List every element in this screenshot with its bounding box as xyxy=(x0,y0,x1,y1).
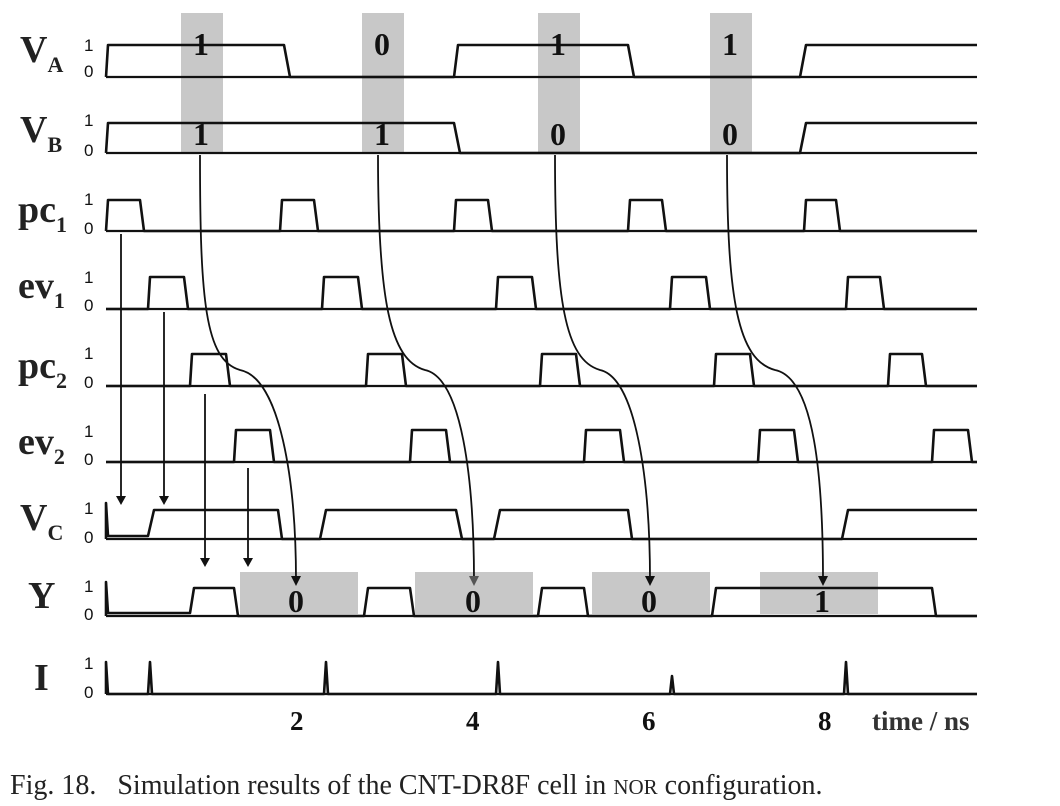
level-high-ev1: 1 xyxy=(84,268,93,287)
vb-bit-2: 1 xyxy=(374,116,390,152)
time-tick-8: 8 xyxy=(818,706,832,736)
output-bits: 0 0 0 1 xyxy=(288,583,830,619)
time-axis: 2 4 6 8 time / ns xyxy=(290,706,970,736)
y-bit-1: 0 xyxy=(288,583,304,619)
causal-arrow-2 xyxy=(377,154,475,581)
level-high-ev2: 1 xyxy=(84,422,93,441)
causal-arrowhead-4 xyxy=(818,576,828,586)
arrowhead-ev2 xyxy=(243,558,253,567)
bit-column-highlight-2 xyxy=(362,13,404,153)
level-low-ev1: 0 xyxy=(84,296,93,315)
causal-arrow-1 xyxy=(199,154,297,581)
highlight-boxes xyxy=(181,13,878,614)
level-low-pc2: 0 xyxy=(84,373,93,392)
va-bit-4: 1 xyxy=(722,26,738,62)
signal-label-pc1: pc1 xyxy=(18,189,67,237)
level-low-va: 0 xyxy=(84,62,93,81)
signal-label-vb: VB xyxy=(20,109,62,157)
time-tick-2: 2 xyxy=(290,706,304,736)
arrowhead-pc2 xyxy=(200,558,210,567)
waveform-va xyxy=(104,43,977,79)
arrowhead-ev1 xyxy=(159,496,169,505)
signal-label-va: VA xyxy=(20,29,63,77)
bit-column-highlight-4 xyxy=(710,13,752,153)
level-high-pc1: 1 xyxy=(84,190,93,209)
y-bit-4: 1 xyxy=(814,583,830,619)
arrowhead-pc1 xyxy=(116,496,126,505)
signal-label-y: Y xyxy=(28,575,55,617)
level-high-vc: 1 xyxy=(84,499,93,518)
clock-arrows xyxy=(116,234,253,567)
time-tick-4: 4 xyxy=(466,706,480,736)
vb-bit-4: 0 xyxy=(722,116,738,152)
signal-label-pc2: pc2 xyxy=(18,345,67,393)
level-high-va: 1 xyxy=(84,36,93,55)
causal-arrowhead-2 xyxy=(469,576,479,586)
waveform-pc1 xyxy=(104,198,977,233)
level-high-vb: 1 xyxy=(84,111,93,130)
level-low-i: 0 xyxy=(84,683,93,702)
level-low-vc: 0 xyxy=(84,528,93,547)
time-tick-6: 6 xyxy=(642,706,656,736)
level-high-y: 1 xyxy=(84,577,93,596)
causal-arrow-4 xyxy=(726,154,824,581)
output-highlight-4 xyxy=(760,572,878,614)
vb-bit-1: 1 xyxy=(193,116,209,152)
va-bit-2: 0 xyxy=(374,26,390,62)
level-high-pc2: 1 xyxy=(84,344,93,363)
waveform-y xyxy=(104,580,977,618)
causal-arrowhead-1 xyxy=(291,576,301,586)
signal-label-i: I xyxy=(34,657,49,699)
y-bit-3: 0 xyxy=(641,583,657,619)
vb-bit-3: 0 xyxy=(550,116,566,152)
waveform-vb xyxy=(104,121,977,155)
level-low-y: 0 xyxy=(84,605,93,624)
bit-column-highlight-1 xyxy=(181,13,223,153)
causal-arrowhead-3 xyxy=(645,576,655,586)
waveform-pc2 xyxy=(106,352,977,388)
waveform-i xyxy=(104,660,977,696)
time-axis-label: time / ns xyxy=(872,706,970,736)
signal-label-ev1: ev1 xyxy=(18,265,65,313)
y-bit-2: 0 xyxy=(465,583,481,619)
signal-labels: VA VB pc1 ev1 pc2 ev2 VC Y I xyxy=(18,29,67,699)
va-bit-3: 1 xyxy=(550,26,566,62)
waveform-ev2 xyxy=(106,428,977,464)
input-bits: 1 0 1 1 1 1 0 0 xyxy=(193,26,738,152)
figure-caption: Fig. 18. Simulation results of the CNT-D… xyxy=(10,770,823,801)
waveform-ev1 xyxy=(106,275,977,311)
causal-arrow-3 xyxy=(554,154,651,581)
level-low-vb: 0 xyxy=(84,141,93,160)
level-low-ev2: 0 xyxy=(84,450,93,469)
bit-column-highlight-3 xyxy=(538,13,580,153)
waveform-vc xyxy=(104,501,977,541)
level-low-pc1: 0 xyxy=(84,219,93,238)
level-high-i: 1 xyxy=(84,654,93,673)
waveforms xyxy=(104,43,977,696)
level-labels: 1 0 1 0 1 0 1 0 1 0 1 0 1 0 1 0 1 0 xyxy=(84,36,93,702)
va-bit-1: 1 xyxy=(193,26,209,62)
signal-label-ev2: ev2 xyxy=(18,421,65,469)
causal-arrows xyxy=(199,154,828,586)
signal-label-vc: VC xyxy=(20,497,63,545)
